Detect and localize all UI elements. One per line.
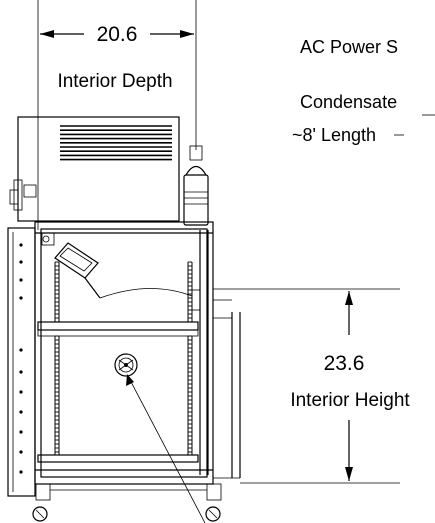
hinge-dot bbox=[19, 348, 23, 352]
hinge-dot bbox=[19, 296, 23, 300]
hinge-dot bbox=[19, 370, 23, 374]
depth-label: Interior Depth bbox=[57, 71, 172, 92]
hinge-dot bbox=[19, 450, 23, 454]
height-value: 23.6 bbox=[324, 352, 365, 375]
height-label: Interior Height bbox=[290, 390, 410, 411]
hinge-dot bbox=[19, 390, 23, 394]
depth-dimension: 20.6 Interior Depth bbox=[37, 0, 197, 230]
condensate-callout: Condensate bbox=[300, 92, 397, 112]
hinge-dot bbox=[19, 410, 23, 414]
depth-value: 20.6 bbox=[97, 23, 138, 46]
hinge-dot bbox=[19, 243, 23, 247]
shelf-rails bbox=[54, 261, 193, 455]
height-dimension: 23.6 Interior Height bbox=[213, 288, 410, 484]
length-callout: ~8' Length bbox=[292, 125, 376, 145]
hinge-dot bbox=[19, 260, 23, 264]
hinge-dot bbox=[19, 470, 23, 474]
vent-louvers bbox=[60, 125, 172, 161]
door-hinges bbox=[19, 243, 23, 474]
hinge-dot bbox=[19, 278, 23, 282]
casters bbox=[32, 483, 222, 522]
hinge-dot bbox=[19, 430, 23, 434]
inner-component bbox=[41, 232, 201, 311]
top-unit bbox=[9, 116, 180, 222]
fan bbox=[114, 353, 138, 377]
condensate-pipe bbox=[183, 145, 209, 226]
power-callout: AC Power S bbox=[300, 37, 398, 57]
cabinet-body bbox=[7, 221, 241, 523]
